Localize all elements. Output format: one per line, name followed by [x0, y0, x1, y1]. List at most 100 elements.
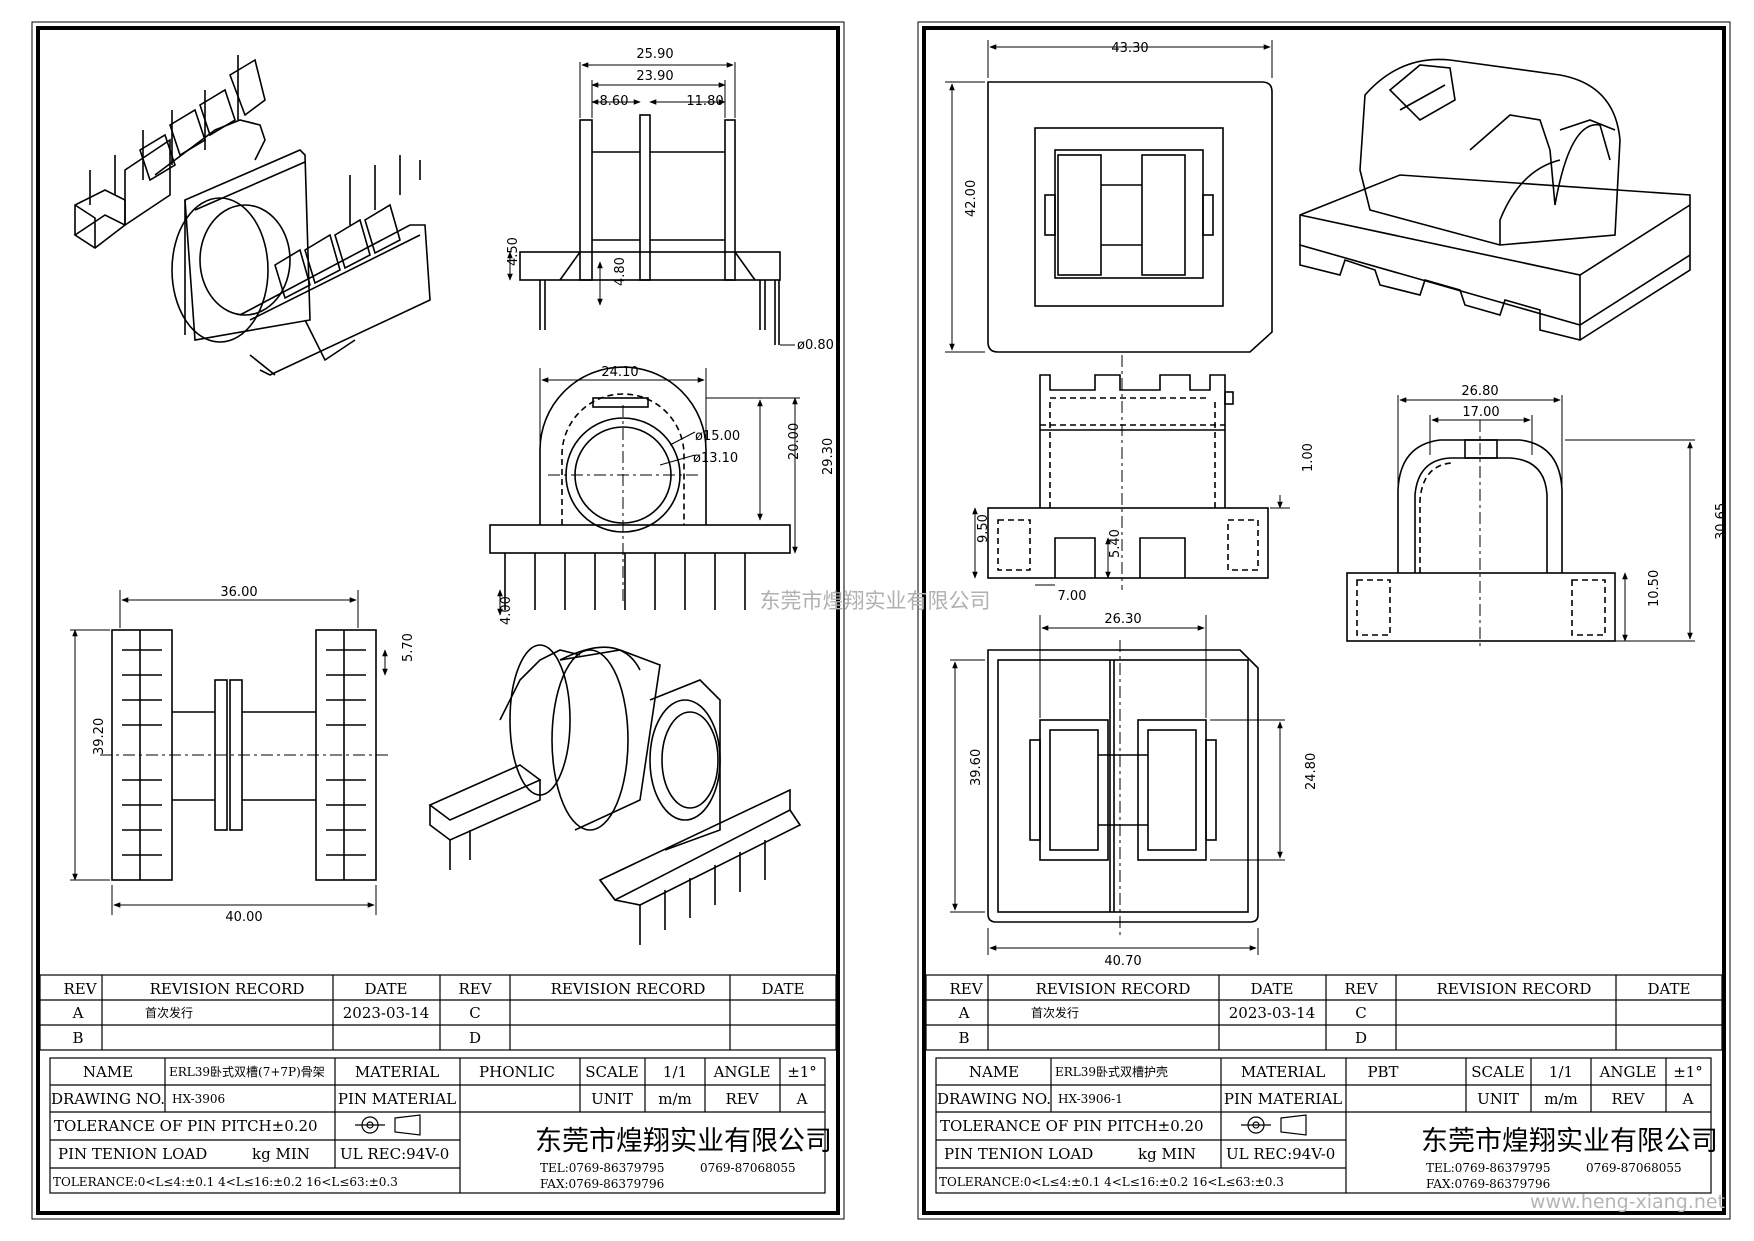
- right-tel: TEL:0769-86379795: [1426, 1161, 1550, 1175]
- left-unit-value: m/m: [658, 1090, 692, 1108]
- right-tolerance-line: TOLERANCE:0<L≤4:±0.1 4<L≤16:±0.2 16<L≤63…: [939, 1175, 1284, 1189]
- dim-4-50: 4.50: [506, 237, 521, 266]
- dim-20-00: 20.00: [787, 423, 802, 460]
- dim-9-50: 9.50: [976, 514, 991, 543]
- dim-39-20: 39.20: [92, 718, 107, 755]
- left-name-label: NAME: [83, 1063, 133, 1081]
- right-rev-h4: REV: [1344, 980, 1378, 998]
- dim-42-00: 42.00: [964, 180, 979, 217]
- left-rev-value: A: [796, 1090, 808, 1108]
- right-cover-iso: [1299, 58, 1691, 342]
- left-fax: FAX:0769-86379796: [540, 1177, 664, 1191]
- left-scale-label: SCALE: [585, 1063, 639, 1081]
- left-bottom-dims: [70, 590, 388, 915]
- left-ul-rec: UL REC:94V-0: [340, 1145, 449, 1163]
- left-rev-b: B: [72, 1029, 83, 1047]
- right-scale-value: 1/1: [1549, 1063, 1573, 1081]
- watermark-center: 东莞市煌翔实业有限公司: [760, 589, 991, 613]
- left-side-dims: [497, 368, 800, 616]
- dim-25-90: 25.90: [636, 47, 673, 62]
- right-rev-h3: DATE: [1251, 980, 1294, 998]
- left-angle-label: ANGLE: [713, 1063, 771, 1081]
- right-angle-value: ±1°: [1673, 1063, 1703, 1081]
- left-rev-h3: DATE: [365, 980, 408, 998]
- left-tel2: 0769-87068055: [700, 1161, 796, 1175]
- dim-phi-15-00: ø15.00: [695, 429, 740, 444]
- dim-5-70: 5.70: [401, 633, 416, 662]
- watermark-corner: www.heng-xiang.net: [1530, 1191, 1725, 1213]
- left-rev-h4: REV: [458, 980, 492, 998]
- right-rev-h5: REVISION RECORD: [1437, 980, 1592, 998]
- right-rev-b: B: [958, 1029, 969, 1047]
- left-tolerance-symbol: [355, 1114, 421, 1136]
- right-bottom-view: [987, 640, 1259, 935]
- right-ul-rec: UL REC:94V-0: [1226, 1145, 1335, 1163]
- right-front-view: [987, 355, 1269, 590]
- left-angle-value: ±1°: [787, 1063, 817, 1081]
- right-material-value: PBT: [1367, 1063, 1398, 1081]
- right-angle-label: ANGLE: [1599, 1063, 1657, 1081]
- left-name-value: ERL39卧式双槽(7+7P)骨架: [169, 1065, 325, 1079]
- left-rev-a-record: 首次发行: [145, 1005, 193, 1020]
- right-title-block: [935, 1057, 1712, 1194]
- left-bobbin-iso-top: [73, 55, 431, 376]
- left-rev-a-date: 2023-03-14: [343, 1004, 429, 1022]
- left-revision-table: [39, 974, 837, 1051]
- right-sheet-text: 43.30 42.00 1.00 9.50 5.40 7.00 26.80 17…: [937, 41, 1729, 1191]
- right-rev-a: A: [958, 1004, 970, 1022]
- dim-40-70: 40.70: [1104, 954, 1141, 969]
- left-front-view: [519, 114, 781, 345]
- right-name-label: NAME: [969, 1063, 1019, 1081]
- left-pin-tenion-label: PIN TENION LOAD: [58, 1145, 207, 1163]
- dim-17-00: 17.00: [1462, 405, 1499, 420]
- right-name-value: ERL39卧式双槽护壳: [1055, 1065, 1168, 1079]
- left-drawing-no-value: HX-3906: [172, 1092, 225, 1106]
- dim-39-60: 39.60: [969, 749, 984, 786]
- right-pin-tenion-unit: kg MIN: [1138, 1145, 1196, 1163]
- left-material-label: MATERIAL: [355, 1063, 439, 1081]
- right-rev-c: C: [1355, 1004, 1366, 1022]
- dim-10-50: 10.50: [1647, 570, 1662, 607]
- dim-phi-13-10: ø13.10: [693, 451, 738, 466]
- left-rev-label: REV: [725, 1090, 759, 1108]
- right-bottom-dims: [950, 615, 1285, 955]
- right-material-label: MATERIAL: [1241, 1063, 1325, 1081]
- right-rev-d: D: [1355, 1029, 1367, 1047]
- right-front-dims: [972, 495, 1290, 586]
- right-rev-a-record: 首次发行: [1031, 1005, 1079, 1020]
- right-rev-value: A: [1682, 1090, 1694, 1108]
- left-bobbin-iso-bottom: [428, 644, 802, 945]
- left-sheet-border: [36, 26, 840, 1215]
- right-rev-h1: REV: [949, 980, 983, 998]
- right-tel2: 0769-87068055: [1586, 1161, 1682, 1175]
- right-sheet: [917, 21, 1731, 1220]
- dim-26-30: 26.30: [1104, 612, 1141, 627]
- right-tolerance-pitch: TOLERANCE OF PIN PITCH±0.20: [940, 1117, 1204, 1135]
- dim-4-00: 4.00: [499, 596, 514, 625]
- left-pin-material-label: PIN MATERIAL: [338, 1090, 456, 1108]
- dim-5-40: 5.40: [1108, 529, 1123, 558]
- dim-40-00: 40.00: [225, 910, 262, 925]
- left-tolerance-pitch: TOLERANCE OF PIN PITCH±0.20: [54, 1117, 318, 1135]
- right-company-name: 东莞市煌翔实业有限公司: [1421, 1126, 1718, 1157]
- dim-11-80: 11.80: [686, 94, 723, 109]
- right-rev-a-date: 2023-03-14: [1229, 1004, 1315, 1022]
- right-pin-tenion-label: PIN TENION LOAD: [944, 1145, 1093, 1163]
- dim-43-30: 43.30: [1111, 41, 1148, 56]
- right-rev-h2: REVISION RECORD: [1036, 980, 1191, 998]
- left-sheet-text: 25.90 23.90 8.60 11.80 4.50 4.80 ø0.80 2…: [51, 47, 836, 1191]
- right-side-dims: [1397, 395, 1695, 642]
- dim-30-65: 30.65: [1714, 503, 1729, 540]
- dim-phi-0-80: ø0.80: [797, 338, 834, 353]
- dim-7-00: 7.00: [1058, 589, 1087, 604]
- dim-23-90: 23.90: [636, 69, 673, 84]
- right-top-dims: [945, 40, 1273, 353]
- left-pin-tenion-unit: kg MIN: [252, 1145, 310, 1163]
- dim-1-00: 1.00: [1301, 443, 1316, 472]
- right-unit-label: UNIT: [1477, 1090, 1519, 1108]
- right-rev-h6: DATE: [1648, 980, 1691, 998]
- right-fax: FAX:0769-86379796: [1426, 1177, 1550, 1191]
- dim-24-80: 24.80: [1304, 753, 1319, 790]
- right-sheet-border: [922, 26, 1726, 1215]
- right-rev-label: REV: [1611, 1090, 1645, 1108]
